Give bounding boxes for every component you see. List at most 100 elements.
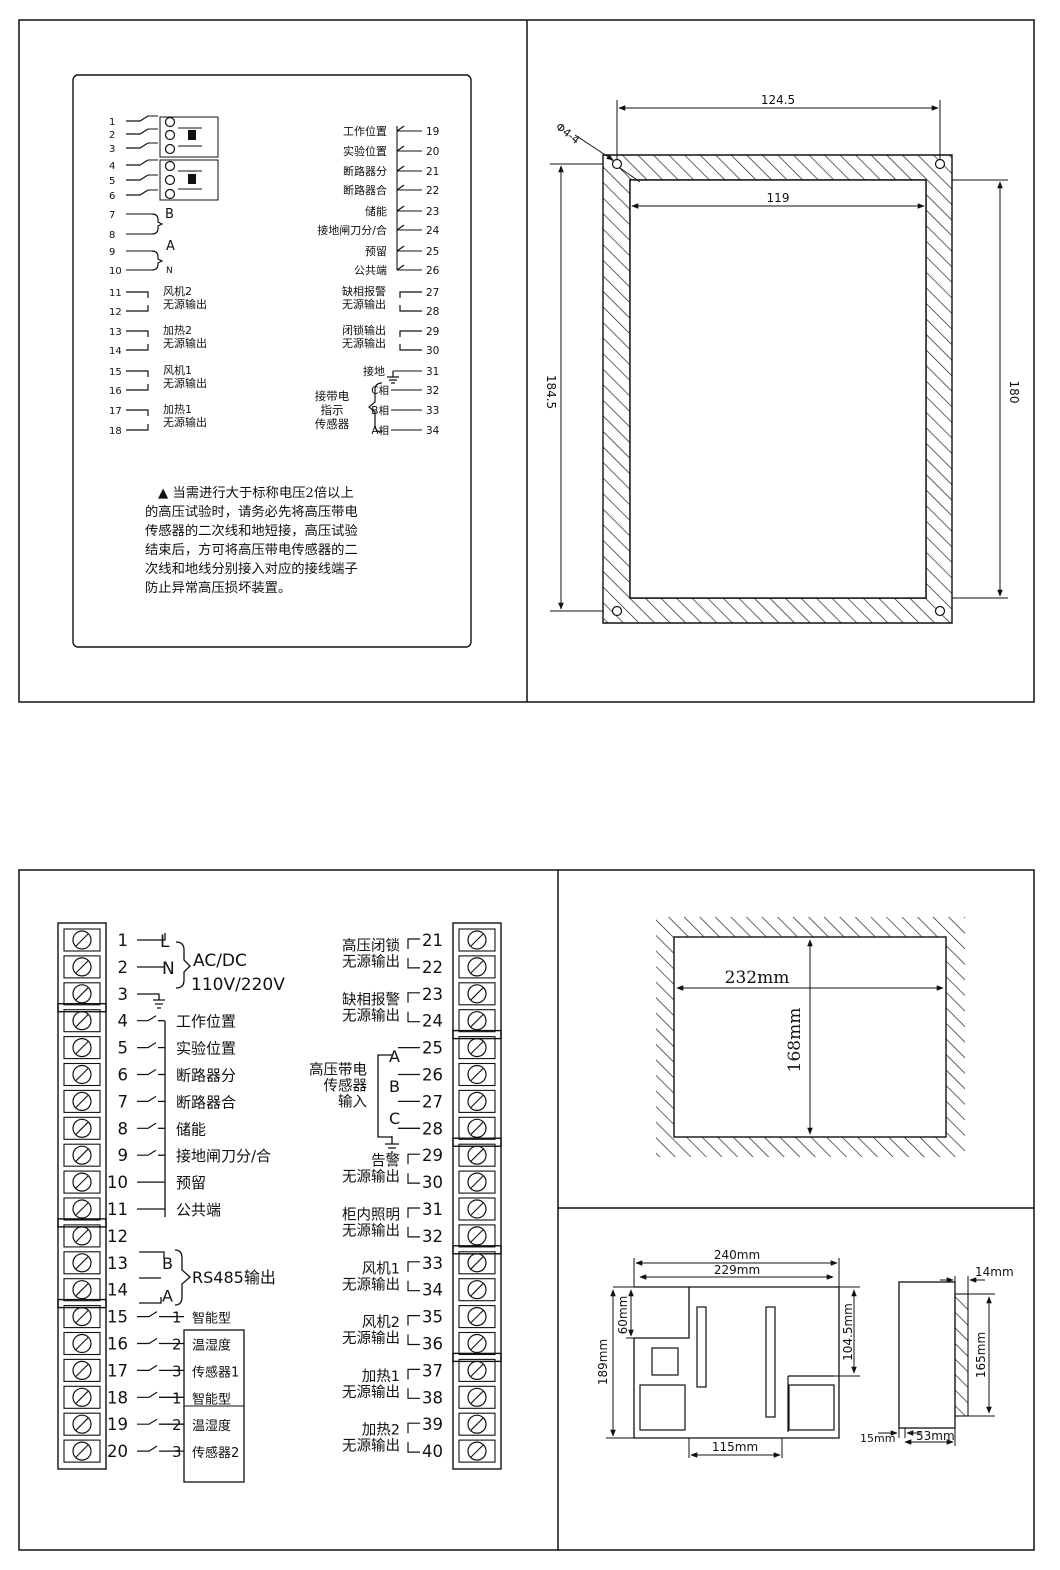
sensor-group-line: 指示 [321, 403, 344, 417]
terminal-number-13: 13 [107, 1254, 128, 1273]
contact-symbol [396, 264, 405, 271]
screw-icon [72, 1145, 92, 1165]
signal-label: 储能 [176, 1120, 206, 1138]
screw-cell [458, 955, 496, 979]
terminal-number-34: 34 [426, 425, 440, 437]
terminal-number-16: 16 [107, 1335, 128, 1354]
wire [75, 1337, 89, 1350]
bracket [151, 213, 164, 235]
wire [470, 987, 484, 1001]
power-voltage-label: 110V/220V [191, 975, 285, 995]
terminal-number-33: 33 [422, 1254, 443, 1273]
output-bracket [407, 938, 420, 969]
group-label: 加热2 [362, 1422, 400, 1439]
output-name-label: 加热1 [163, 403, 192, 416]
screw-cell [458, 1278, 496, 1302]
warning-line: 结束后，方可将高压带电传感器的二 [145, 541, 358, 558]
power-l-label: L [160, 932, 170, 952]
wire [470, 1256, 484, 1270]
rs485-a-label: A [162, 1287, 173, 1306]
sensor-box-label: 智能型 [192, 1392, 231, 1407]
terminal-number-28: 28 [422, 1119, 443, 1138]
wire [470, 1095, 484, 1108]
terminal-number-5: 5 [118, 1039, 129, 1058]
terminal-number-26: 26 [426, 265, 440, 277]
screw-cell [458, 928, 496, 952]
screw-icon [72, 1172, 92, 1192]
screw-cell [458, 1197, 496, 1221]
terminal-number-40: 40 [422, 1442, 443, 1461]
contact-symbol [126, 384, 149, 391]
dim-inner-width: 119 [767, 191, 790, 205]
wire [75, 1175, 89, 1189]
phase-label: B相 [371, 404, 389, 417]
screw-icon [72, 1199, 92, 1219]
wire [470, 1444, 484, 1458]
screw-cell [63, 1358, 101, 1382]
terminal-number-30: 30 [426, 345, 439, 357]
terminal-number-30: 30 [422, 1173, 443, 1192]
warning-line: 的高压试验时，请务必先将高压带电 [145, 503, 358, 520]
group-label: 输入 [338, 1093, 367, 1110]
contact-symbol [396, 205, 405, 212]
dim-outer-width: 124.5 [761, 93, 795, 107]
screw-icon [72, 930, 92, 950]
wire [470, 1121, 484, 1135]
screw-cell [63, 1089, 101, 1113]
sensor-box-icons [159, 116, 219, 201]
terminal-number-27: 27 [426, 287, 439, 299]
terminal-number-9: 9 [109, 247, 115, 258]
sensor-group-line: 传感器 [315, 417, 350, 431]
group-label: 无源输出 [342, 1438, 400, 1455]
terminal-number-6: 6 [109, 191, 115, 202]
contact-symbol [137, 1418, 158, 1425]
bottom-frame [18, 869, 1035, 1551]
group-label: 告警 [371, 1153, 400, 1170]
screw-cell [458, 982, 496, 1006]
sensor-pin-number: 3 [172, 1443, 182, 1461]
wire [75, 1444, 89, 1458]
group-label: 柜内照明 [342, 1206, 400, 1223]
group-label: 高压带电 [309, 1061, 367, 1078]
group-label: 无源输出 [342, 1276, 400, 1293]
wire [75, 1390, 89, 1404]
screw-icon [467, 1360, 487, 1381]
output-bracket [407, 1422, 420, 1453]
wire [75, 1202, 89, 1216]
warning-line: ▲ 当需进行大于标称电压2倍以上 [158, 485, 354, 501]
screw-cell [63, 1170, 101, 1194]
screw-icon [72, 1037, 92, 1058]
terminal-number-11: 11 [107, 1200, 128, 1219]
terminal-number-9: 9 [118, 1146, 129, 1165]
terminal-label-card: 123456789101112131415161718BAN风机2无源输出加热2… [72, 74, 472, 648]
contact-symbol [126, 344, 149, 351]
contact-symbol [137, 1311, 158, 1318]
screw-icon [72, 1414, 92, 1434]
terminal-number-38: 38 [422, 1388, 443, 1407]
terminal-number-29: 29 [422, 1146, 443, 1165]
group-label: 无源输出 [342, 1222, 400, 1239]
terminal-number-6: 6 [118, 1066, 129, 1085]
contact-symbol [399, 305, 422, 312]
p1-left-terminals: 123456789101112131415161718BAN风机2无源输出加热2… [109, 115, 207, 437]
wire [470, 933, 484, 947]
contact-symbol [126, 159, 149, 166]
terminal-number-3: 3 [118, 985, 129, 1004]
screw-icon [72, 1333, 92, 1354]
output-type-label: 无源输出 [342, 297, 386, 311]
terminal-number-5: 5 [109, 176, 115, 187]
screw-cell [458, 1412, 496, 1436]
group-label: 无源输出 [342, 1169, 400, 1186]
terminal-number-10: 10 [109, 266, 122, 277]
terminal-number-21: 21 [426, 166, 439, 178]
terminal-number-32: 32 [426, 385, 439, 397]
smart-sensor-group [183, 1329, 245, 1483]
terminal-number-4: 4 [109, 161, 115, 172]
output-name-label: 缺相报警 [342, 284, 386, 298]
contact-symbol [126, 424, 149, 431]
terminal-number-24: 24 [422, 1012, 443, 1031]
rs485-b-label: B [162, 1254, 173, 1273]
cutout-width-label: 232mm [725, 968, 790, 988]
screw-icon [467, 1306, 487, 1327]
contact-symbol [126, 330, 149, 337]
